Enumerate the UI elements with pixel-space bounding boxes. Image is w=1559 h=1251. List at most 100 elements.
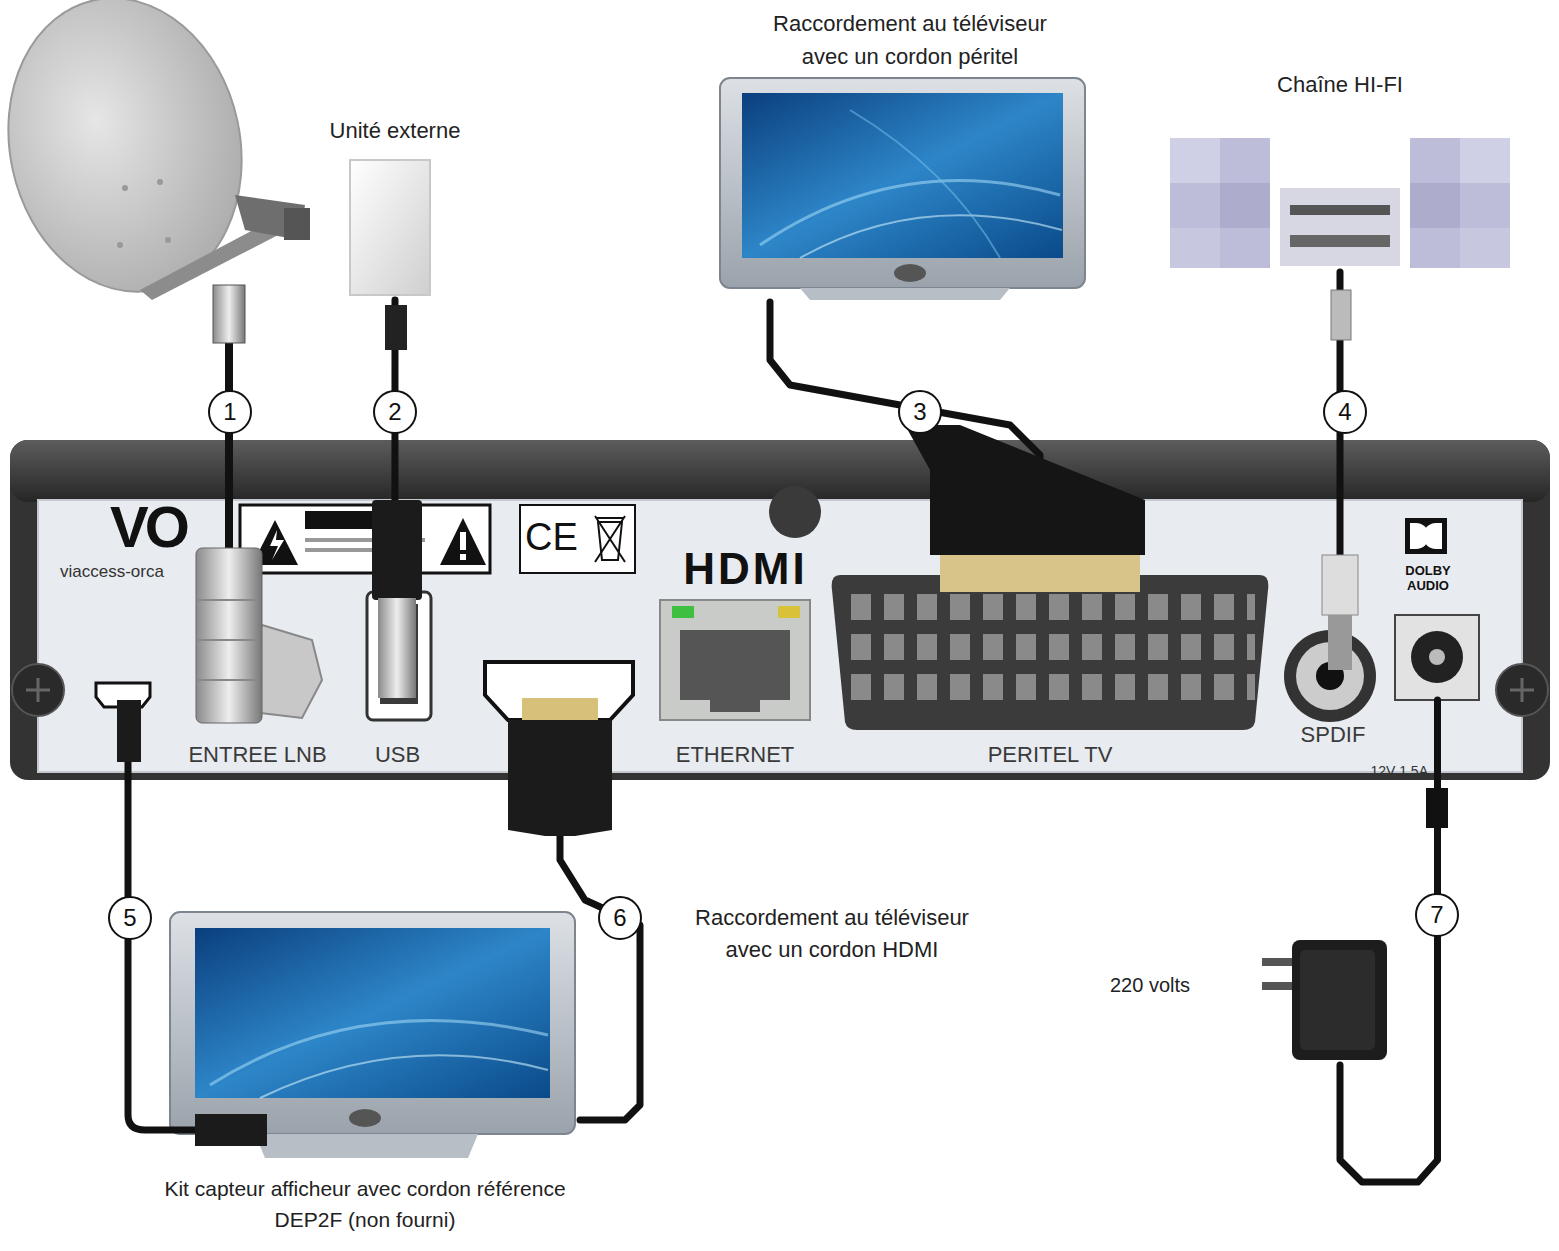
callout-number: 4 (1323, 390, 1367, 434)
device-label: SPDIF (1278, 722, 1388, 748)
device-label: HDMI (663, 542, 828, 595)
tv-art-top (894, 264, 926, 282)
hifi-art (1170, 138, 1510, 268)
device-label: USB (355, 742, 440, 768)
callout-number: 5 (108, 896, 152, 940)
spdif-plug (1322, 555, 1358, 615)
receiver-art (460, 532, 466, 550)
hifi-art (1410, 138, 1510, 268)
hdmi-plug (508, 698, 612, 836)
receiver-art (10, 440, 1550, 780)
usb-plug (372, 305, 422, 698)
tv-art-bottom (170, 912, 575, 1134)
receiver-art (26, 678, 50, 702)
device-label: 12V 1,5A (1358, 763, 1428, 780)
usb-plug (385, 305, 407, 350)
satellite-dish (0, 0, 268, 314)
usb-plug (378, 598, 416, 698)
receiver-art (769, 486, 821, 538)
cable (1340, 700, 1438, 1182)
tv-art-bottom (210, 1021, 548, 1085)
tv-display-kit: Kit capteur afficheur avec cordon référe… (150, 910, 580, 1240)
power-plug (1426, 788, 1448, 828)
receiver-art (440, 518, 486, 565)
hifi-art (1170, 138, 1220, 183)
tv-art-top (760, 181, 1060, 245)
callout-number: 6 (598, 896, 642, 940)
power-socket: 12V 1,5A (1395, 615, 1480, 700)
tv-art-top (800, 215, 1062, 258)
power-adapter-art (1292, 940, 1387, 1060)
tv-art-top (850, 110, 1000, 258)
receiver-art (595, 516, 625, 562)
power-adapter-art (1262, 982, 1294, 990)
device-label: PERITEL TV (830, 742, 1270, 768)
satellite-dish (117, 242, 123, 248)
power-adapter-art (1262, 958, 1294, 966)
hifi-art (1220, 183, 1270, 228)
power-adapter-art (1262, 940, 1387, 1060)
port-art (1429, 649, 1445, 665)
spdif-plug (1322, 290, 1358, 670)
note-label: Raccordement au téléviseur avec un cordo… (677, 902, 987, 966)
scart-plug (905, 425, 1145, 592)
tv-art-bottom (195, 928, 550, 1098)
receiver-art (460, 554, 466, 560)
tv-art-bottom (349, 1109, 381, 1127)
lnb-cable (196, 548, 262, 723)
lnb-cable (196, 285, 262, 723)
port-art (778, 606, 800, 618)
spdif-plug (1328, 615, 1352, 670)
lnb-cable (198, 600, 260, 680)
device-label: ENTREE LNB (180, 742, 335, 768)
hdmi-plug (522, 698, 598, 722)
receiver-art (270, 530, 284, 560)
hifi-art (1170, 228, 1220, 268)
tv-art-top (742, 93, 1063, 258)
receiver-art (38, 500, 1522, 772)
hifi-art (1290, 205, 1390, 215)
receiver-art (1496, 664, 1548, 716)
hifi-art (1290, 235, 1390, 247)
port-art (680, 630, 790, 712)
mini-usb-cable (117, 700, 141, 762)
external-drive-art (350, 160, 430, 295)
power-adapter-art (1300, 950, 1375, 1050)
device-label: ETHERNET (655, 742, 815, 768)
external-drive-art (350, 160, 430, 295)
receiver-art (520, 505, 635, 573)
ethernet-port: ETHERNET (655, 595, 815, 775)
satellite-dish (122, 185, 128, 191)
callout-number: 3 (898, 390, 942, 434)
receiver-art (1510, 678, 1534, 702)
callout-number: 7 (1415, 893, 1459, 937)
receiver-art (12, 664, 64, 716)
power-plug (1426, 788, 1448, 828)
hifi-art (1460, 138, 1510, 183)
external-drive: Unité externe (300, 118, 490, 300)
usb-plug (372, 500, 422, 600)
lnb-cable (225, 340, 233, 560)
device-label: Chaîne HI-FI (1160, 72, 1520, 98)
receiver-art (1423, 523, 1442, 549)
tv-art-bottom (170, 912, 575, 1158)
hdmi-plug (508, 720, 612, 836)
receiver-art (10, 440, 1550, 780)
port-art (845, 588, 1255, 713)
port-art (367, 592, 431, 720)
device-label: Raccordement au téléviseur avec un cordo… (755, 7, 1065, 73)
mini-usb-cable (128, 1115, 200, 1130)
port-art (832, 575, 1269, 730)
hifi-art (1460, 228, 1510, 268)
note-label: CE (525, 514, 595, 560)
satellite-dish (165, 237, 171, 243)
spdif-plug (1331, 290, 1351, 340)
tv-art-top (800, 288, 1010, 300)
callout-number: 1 (208, 390, 252, 434)
scart-port: PERITEL TV (830, 565, 1270, 775)
device-label: 220 volts (1110, 973, 1240, 997)
tv-art-bottom (255, 1134, 478, 1158)
satellite-dish (0, 0, 310, 314)
